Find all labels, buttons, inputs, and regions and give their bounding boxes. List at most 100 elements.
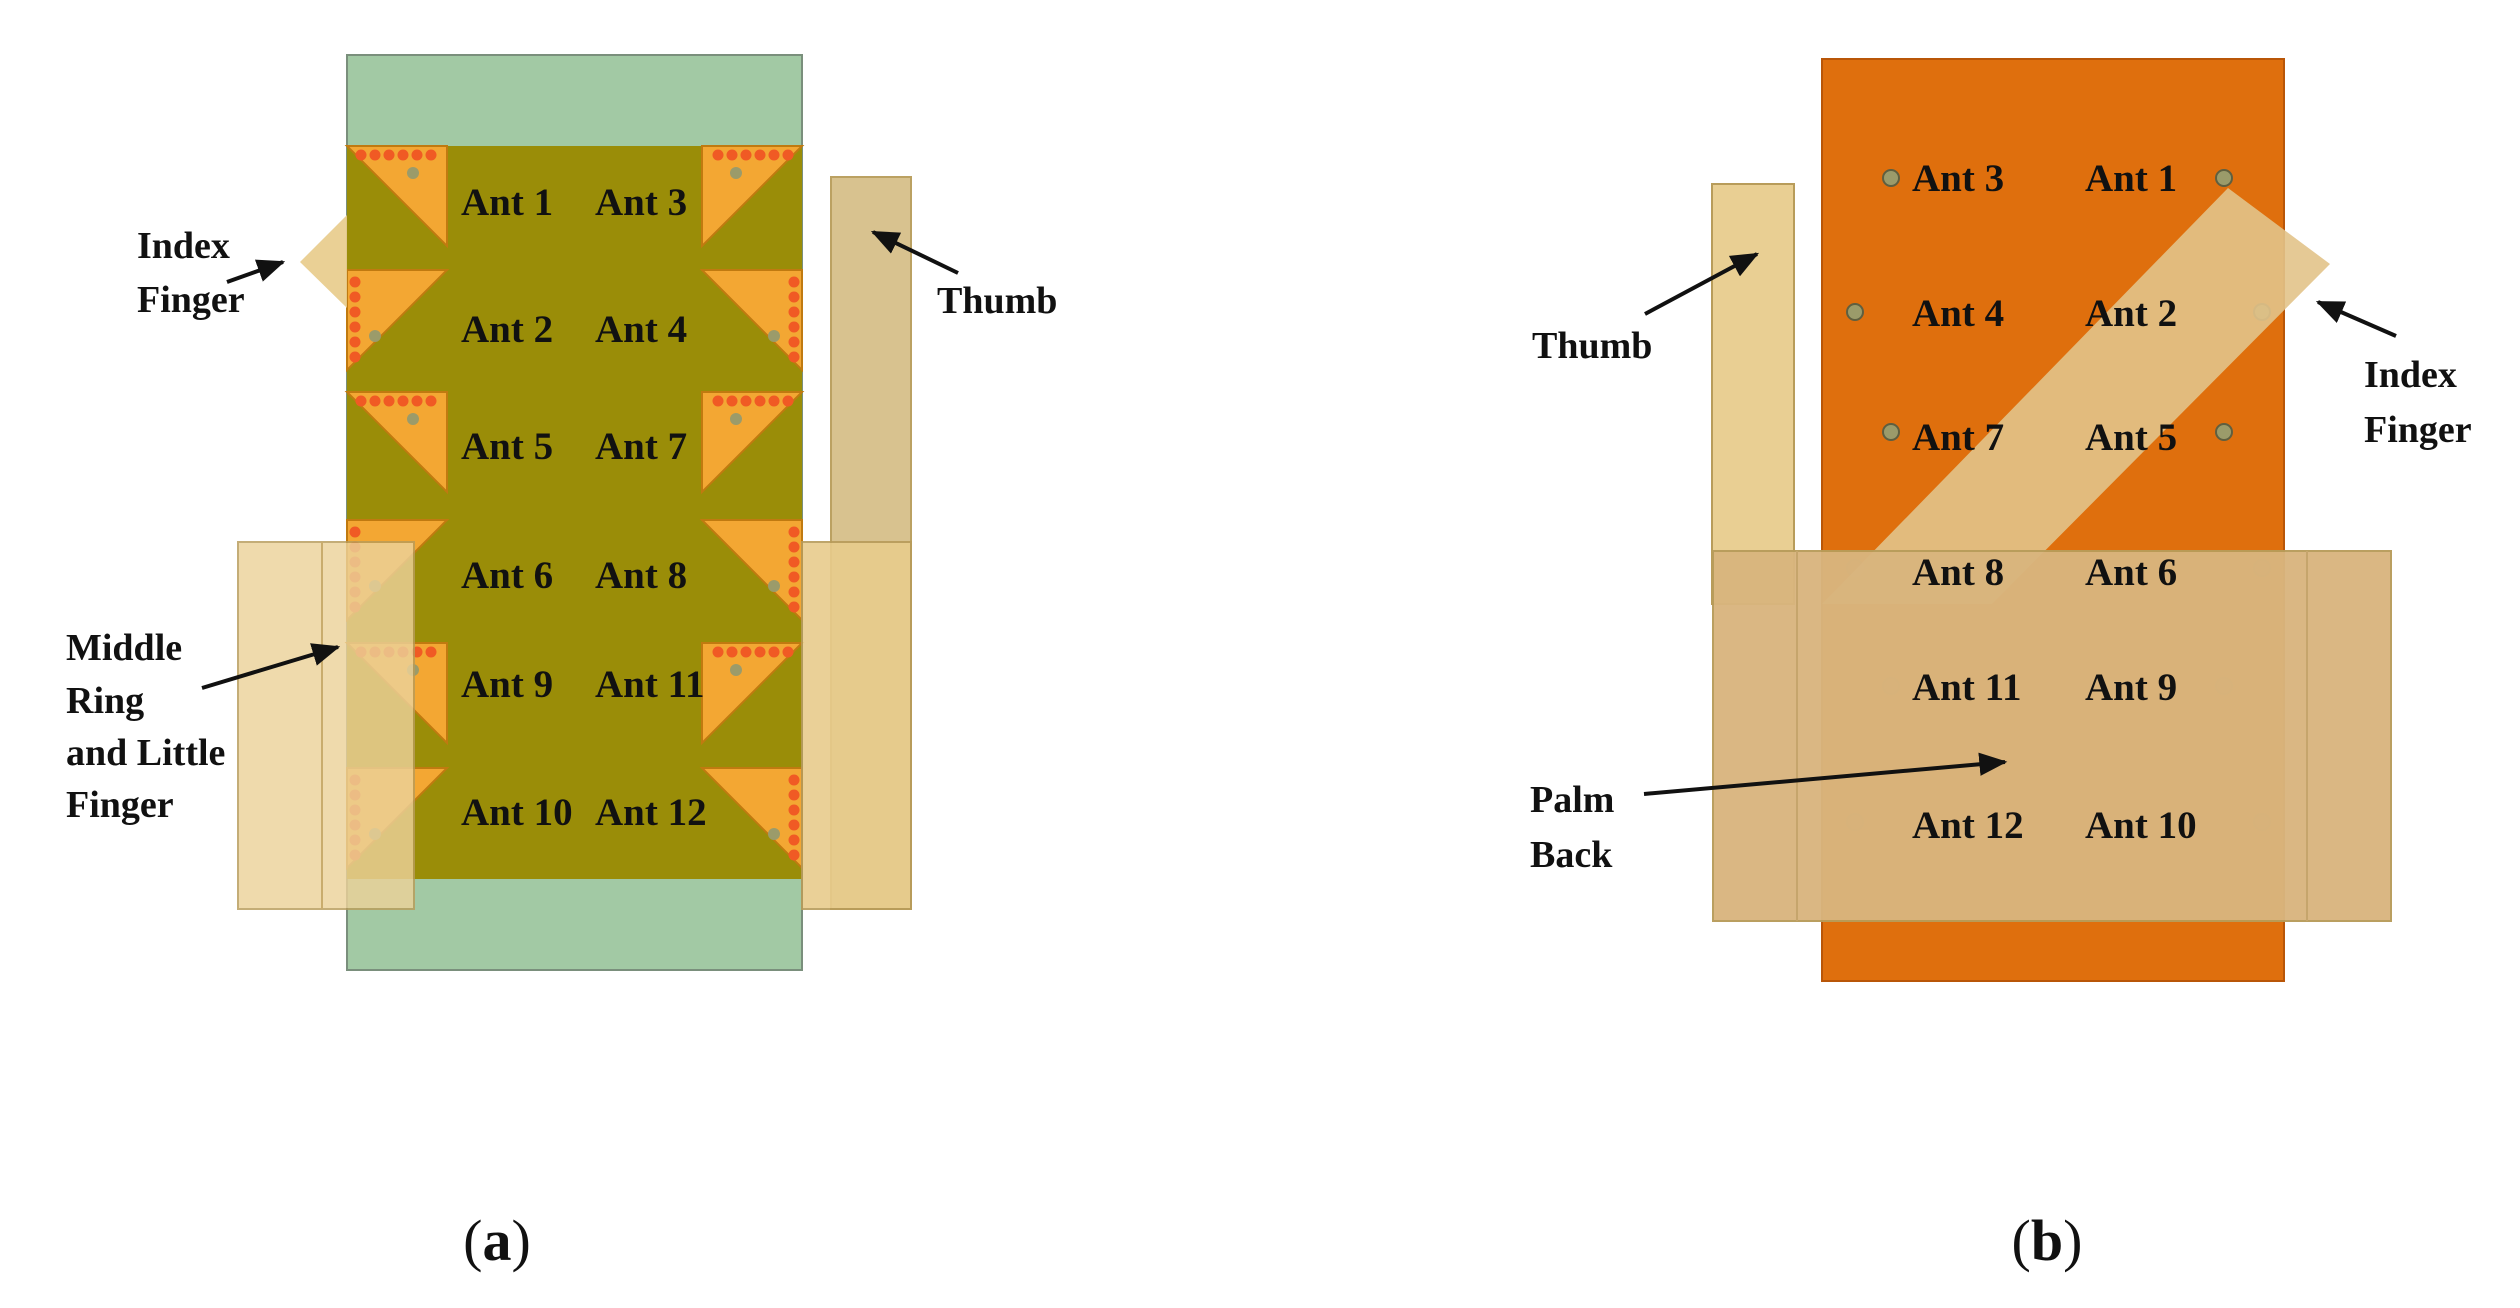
panel-b-palm-back (1712, 550, 2392, 922)
panel-a-via (788, 834, 800, 846)
panel-a-via (788, 541, 800, 553)
panel-b-ant-10: Ant 10 (2085, 804, 2197, 847)
panel-a-via (788, 601, 800, 613)
panel-a-via (355, 149, 367, 161)
panel-a-ant-12: Ant 12 (595, 791, 707, 834)
panel-b-ant-1: Ant 1 (2085, 157, 2177, 200)
panel-a-feed-point (407, 413, 419, 425)
panel-a-ant-8: Ant 8 (595, 554, 687, 597)
panel-b-sublabel: (b) (2012, 1208, 2083, 1273)
panel-a-feed-point (369, 330, 381, 342)
panel-a-via (788, 556, 800, 568)
panel-a-via (788, 336, 800, 348)
panel-a-via (411, 149, 423, 161)
panel-a-via (788, 804, 800, 816)
panel-a-via (782, 395, 794, 407)
panel-a-via (726, 149, 738, 161)
panel-a-via (425, 395, 437, 407)
panel-a-feed-point (768, 580, 780, 592)
panel-a-via (349, 526, 361, 538)
panel-a-via (369, 149, 381, 161)
panel-a-antenna-patch (699, 269, 803, 373)
panel-b-feed-point (2215, 423, 2233, 441)
panel-b-feed-point (2215, 169, 2233, 187)
panel-b-feed-point (1882, 169, 1900, 187)
panel-a-thumb-base (801, 541, 912, 910)
panel-a-via (768, 149, 780, 161)
panel-a-via (788, 849, 800, 861)
panel-a-via (397, 395, 409, 407)
panel-b-callouts: Thumb Index Finger Palm Back (1530, 252, 2472, 876)
panel-b-feed-point (1846, 303, 1864, 321)
panel-b-feed-point (1882, 423, 1900, 441)
panel-a-via (788, 774, 800, 786)
panel-a-via (740, 395, 752, 407)
panel-a-via (712, 149, 724, 161)
panel-a-via (788, 321, 800, 333)
panel-a-antenna-patch (701, 642, 805, 746)
panel-a-via (788, 291, 800, 303)
panel-a-via (768, 646, 780, 658)
panel-a-via (383, 395, 395, 407)
panel-a-via (349, 276, 361, 288)
panel-a-feed-point (768, 330, 780, 342)
panel-a-via (754, 395, 766, 407)
panel-a-via (411, 395, 423, 407)
panel-b-ant-11: Ant 11 (1912, 666, 2021, 709)
panel-a-via (712, 395, 724, 407)
panel-a-via (712, 646, 724, 658)
panel-a-antenna-labels: Ant 1 Ant 3 Ant 2 Ant 4 Ant 5 Ant 7 Ant … (461, 181, 707, 834)
panel-a-feed-point (730, 167, 742, 179)
panel-a-via (349, 321, 361, 333)
panel-a-via (726, 395, 738, 407)
panel-a-via (355, 395, 367, 407)
panel-a-antenna-patch (346, 269, 450, 373)
panel-a-ant-4: Ant 4 (595, 308, 687, 351)
panel-a-ant-5: Ant 5 (461, 425, 553, 468)
panel-a-via (788, 351, 800, 363)
panel-a-via (369, 395, 381, 407)
panel-a-thumb-arrow (870, 230, 959, 275)
panel-b-index-finger-label: Index Finger (2364, 354, 2472, 451)
panel-a-feed-point (407, 167, 419, 179)
panel-b-ant-6: Ant 6 (2085, 551, 2177, 594)
panel-a-via (740, 149, 752, 161)
panel-a-via (349, 291, 361, 303)
panel-a-via (788, 571, 800, 583)
panel-a-via (782, 149, 794, 161)
panel-a-antenna-patch (344, 391, 448, 495)
panel-a-middle-ring-little-finger (237, 541, 415, 910)
panel-a-antenna-patch (701, 145, 805, 249)
panel-b-thumb-arrow (1644, 252, 1760, 316)
panel-a-via (349, 306, 361, 318)
panel-a-ant-3: Ant 3 (595, 181, 687, 224)
panel-a-via (425, 646, 437, 658)
panel-a-ant-2: Ant 2 (461, 308, 553, 351)
panel-a-antenna-patch (701, 391, 805, 495)
panel-b-palm-back-arrow (1643, 752, 2008, 796)
panel-b-antenna-labels: Ant 3 Ant 1 Ant 4 Ant 2 Ant 7 Ant 5 Ant … (1912, 157, 2197, 847)
panel-b-ant-7: Ant 7 (1912, 416, 2004, 459)
panel-a-thumb-label: Thumb (937, 280, 1057, 322)
panel-a-via (740, 646, 752, 658)
panel-a-via (754, 149, 766, 161)
panel-a: Ant 1 Ant 3 Ant 2 Ant 4 Ant 5 Ant 7 Ant … (66, 54, 1057, 1273)
panel-a-via (349, 336, 361, 348)
panel-b-ant-3: Ant 3 (1912, 157, 2004, 200)
panel-a-ant-11: Ant 11 (595, 663, 704, 706)
panel-a-ant-7: Ant 7 (595, 425, 687, 468)
panel-a-sublabel: (a) (463, 1208, 531, 1273)
panel-a-ant-1: Ant 1 (461, 181, 553, 224)
panel-a-via (788, 306, 800, 318)
panel-a-via (788, 276, 800, 288)
panel-b-ant-2: Ant 2 (2085, 292, 2177, 335)
panel-a-ground-board (347, 146, 802, 879)
panel-a-feed-point (730, 413, 742, 425)
panel-b: Ant 3 Ant 1 Ant 4 Ant 2 Ant 7 Ant 5 Ant … (1530, 58, 2472, 1273)
panel-b-ant-4: Ant 4 (1912, 292, 2004, 335)
panel-a-via (788, 526, 800, 538)
panel-a-via (397, 149, 409, 161)
panel-b-index-finger (1822, 188, 2330, 604)
panel-b-ant-8: Ant 8 (1912, 551, 2004, 594)
